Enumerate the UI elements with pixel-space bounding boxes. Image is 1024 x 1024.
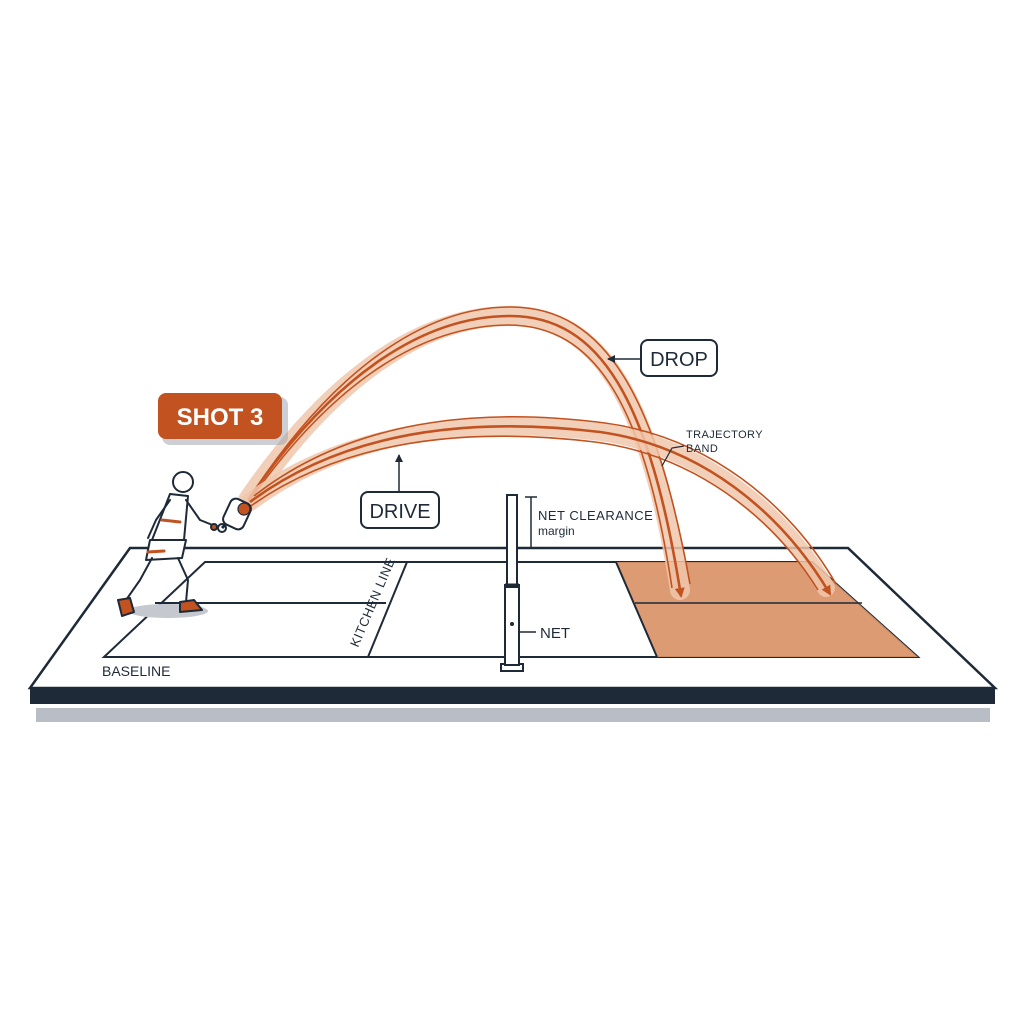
shot-badge-label: SHOT 3 <box>177 404 264 431</box>
trajectory-band-callout: TRAJECTORY BAND <box>661 429 763 467</box>
shot-badge-box <box>158 393 282 439</box>
target-zone <box>616 562 918 657</box>
net-clearance-marker: NET CLEARANCE margin <box>525 496 653 549</box>
court-slab-edge <box>30 688 995 704</box>
drop-callout: DROP <box>607 339 718 377</box>
net-post-bolt <box>510 622 514 626</box>
player-torso-stripe <box>160 518 182 524</box>
player-shorts <box>145 539 187 561</box>
drive-label-box <box>360 491 440 529</box>
drop-label: DROP <box>650 349 708 371</box>
drive-label: DRIVE <box>369 501 430 523</box>
player-front-shoe <box>179 599 203 613</box>
drive-trajectory-edge-bottom <box>247 435 819 591</box>
shot-badge: SHOT 3 <box>158 393 288 445</box>
trajectory-band-leader <box>661 445 685 467</box>
far-kitchen-line <box>615 561 658 658</box>
player-wristband <box>210 523 218 531</box>
player-back-shoe <box>117 597 135 617</box>
net-label: NET <box>540 625 570 642</box>
drive-trajectory-line <box>249 425 832 596</box>
drive-trajectory <box>241 415 837 597</box>
ball-icon <box>237 502 251 516</box>
baseline-label: BASELINE <box>102 663 170 679</box>
player-shorts-stripe <box>146 549 166 554</box>
trajectory-band-sublabel: BAND <box>686 443 718 455</box>
player-front-leg <box>177 557 189 603</box>
net-post <box>500 494 524 672</box>
player-back-leg <box>125 557 153 601</box>
court-shadow <box>36 708 990 722</box>
drive-trajectory-edge-top <box>253 415 837 585</box>
net-clearance-sublabel: margin <box>538 524 575 538</box>
net-post-upper <box>506 494 518 588</box>
trajectory-band-label: TRAJECTORY <box>686 429 763 441</box>
player-back-arm <box>147 499 171 539</box>
player-head <box>172 471 194 493</box>
kitchen-line <box>367 561 408 658</box>
drive-callout: DRIVE <box>360 454 440 529</box>
net-clearance-label: NET CLEARANCE <box>538 508 653 523</box>
drop-label-box <box>640 339 718 377</box>
